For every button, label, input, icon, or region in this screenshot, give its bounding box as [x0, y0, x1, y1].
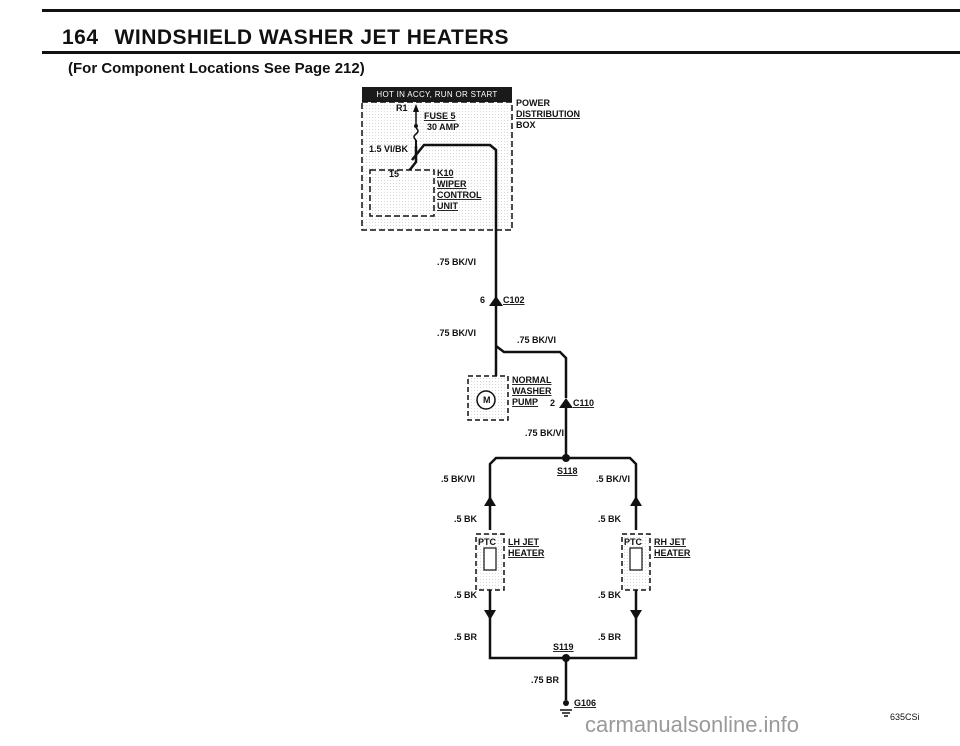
model-code: 635CSi [890, 712, 920, 722]
wire-label-lh-bk-top: .5 BK [454, 514, 478, 524]
wiper-label-1: K10 [437, 168, 454, 178]
pdb-label-1: POWER [516, 98, 551, 108]
connector-c102-icon [489, 296, 503, 306]
wire-lh-feed [488, 456, 566, 530]
fuse-icon [413, 127, 419, 141]
s118-label: S118 [557, 466, 578, 476]
pdb-label-3: BOX [516, 120, 536, 130]
motor-icon [476, 390, 496, 410]
hot-label: HOT IN ACCY, RUN OR START [362, 87, 512, 102]
g106-label: G106 [574, 698, 596, 708]
ground-icon [563, 700, 569, 706]
relay-contact-icon [413, 104, 419, 112]
wire-label-w4: .75 BK/VI [525, 428, 564, 438]
c102-label: C102 [503, 295, 525, 305]
wire-label-rh-bk-bot: .5 BK [598, 590, 622, 600]
pdb-label-2: DISTRIBUTION [516, 109, 580, 119]
wire-to-pump [495, 345, 568, 398]
washer-pump-box [467, 375, 509, 421]
wire-label-rh-bk-top: .5 BK [598, 514, 622, 524]
page-title: 164 WINDSHIELD WASHER JET HEATERS [62, 26, 509, 50]
c110-pin-label: 2 [550, 398, 555, 408]
fuse-label: FUSE 5 [424, 111, 456, 121]
wire-label-w2: .75 BK/VI [437, 328, 476, 338]
page-number: 164 [62, 26, 99, 49]
top-rule [42, 9, 960, 12]
rh-heater-element-icon [629, 547, 643, 571]
wire-label-lh-br: .5 BR [454, 632, 478, 642]
page-subtitle: (For Component Locations See Page 212) [68, 60, 365, 77]
c102-pin-label: 6 [480, 295, 485, 305]
lh-heater-element-icon [483, 547, 497, 571]
watermark: carmanualsonline.info [585, 712, 800, 737]
rh-heater-label-1: RH JET [654, 537, 687, 547]
lh-heater-label-2: HEATER [508, 548, 545, 558]
c110-label: C110 [573, 398, 594, 408]
relay-label: R1 [396, 103, 408, 113]
connector-c110-icon [559, 398, 573, 408]
wiper-label-2: WIPER [437, 179, 467, 189]
wire-label-ground: .75 BR [531, 675, 560, 685]
wiper-label-4: UNIT [437, 201, 458, 211]
wire-label-w1: .75 BK/VI [437, 257, 476, 267]
s119-label: S119 [553, 642, 574, 652]
wire-label-rh-br: .5 BR [598, 632, 622, 642]
diagram-title: WINDSHIELD WASHER JET HEATERS [114, 26, 510, 49]
wire-label-rh-top: .5 BK/VI [596, 474, 630, 484]
motor-label: M [483, 395, 491, 405]
wiper-control-unit-box [369, 169, 435, 217]
wire-label-w3: .75 BK/VI [517, 335, 556, 345]
rh-heater-label-2: HEATER [654, 548, 691, 558]
wire-label-1-5-vibk: 1.5 VI/BK [369, 144, 409, 154]
lh-heater-label-1: LH JET [508, 537, 540, 547]
rh-ptc-label: PTC [624, 537, 643, 547]
pump-label-3: PUMP [512, 397, 538, 407]
pump-label-1: NORMAL [512, 375, 552, 385]
wire-main-feed [411, 143, 498, 300]
wire-label-lh-bk-bot: .5 BK [454, 590, 478, 600]
wiper-pin-label: 15 [389, 169, 399, 179]
lh-ptc-label: PTC [478, 537, 497, 547]
fuse-rating: 30 AMP [427, 122, 459, 132]
wiper-label-3: CONTROL [437, 190, 482, 200]
wire-label-lh-top: .5 BK/VI [441, 474, 475, 484]
pump-label-2: WASHER [512, 386, 552, 396]
header-rule [42, 51, 960, 54]
